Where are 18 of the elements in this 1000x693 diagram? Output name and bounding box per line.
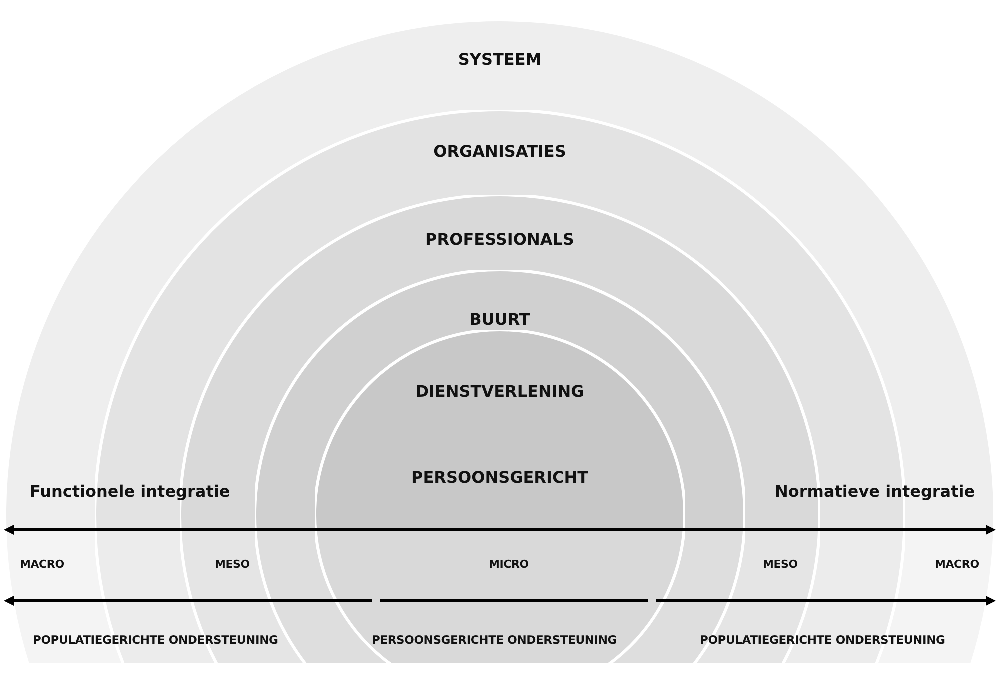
scale-label: MICRO — [489, 558, 529, 571]
axis-caption: Normatieve integratie — [775, 482, 976, 501]
ring-title: PROFESSIONALS — [426, 230, 574, 249]
support-label: PERSOONSGERICHTE ONDERSTEUNING — [372, 633, 618, 647]
ring-title: DIENSTVERLENING — [416, 382, 584, 401]
scale-label: MACRO — [20, 558, 64, 571]
axis-caption: Functionele integratie — [30, 482, 230, 501]
support-label: POPULATIEGERICHTE ONDERSTEUNING — [700, 633, 946, 647]
ring-band — [5, 20, 995, 665]
support-label: POPULATIEGERICHTE ONDERSTEUNING — [33, 633, 278, 647]
ring-band — [315, 330, 685, 665]
ring-title: PERSOONSGERICHT — [412, 468, 588, 487]
scale-label: MESO — [215, 558, 250, 571]
ring-title: SYSTEEM — [458, 50, 542, 69]
ring-title: ORGANISATIES — [434, 142, 566, 161]
scale-label: MESO — [763, 558, 798, 571]
ring-title: BUURT — [470, 310, 530, 329]
scale-label: MACRO — [935, 558, 980, 571]
